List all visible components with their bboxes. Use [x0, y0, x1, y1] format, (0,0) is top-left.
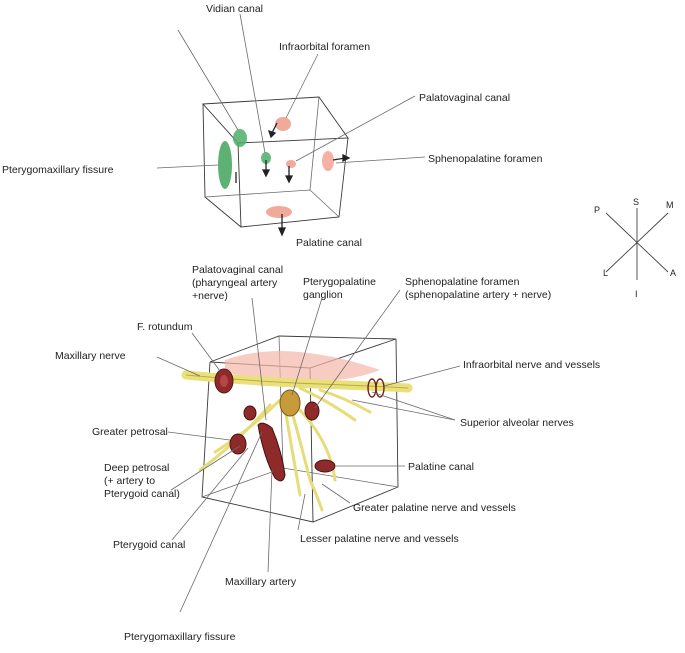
- compass-anterior: A: [670, 268, 676, 278]
- label-maxillary-nerve: Maxillary nerve: [55, 350, 126, 362]
- vidian-canal-opening: [261, 152, 271, 164]
- vidian-canal-opening-lateral: [233, 129, 247, 147]
- label-lesser-palatine: Lesser palatine nerve and vessels: [300, 533, 459, 545]
- label-maxillary-artery: Maxillary artery: [225, 576, 297, 588]
- label-ganglion-line-2: ganglion: [303, 289, 343, 301]
- label-palatine-canal: Palatine canal: [296, 237, 362, 249]
- infraorbital-rings: [367, 378, 385, 398]
- bottom-cube-diagram: Palatovaginal canal (pharyngeal artery +…: [55, 264, 600, 643]
- label-pterygopalatine-ganglion: Pterygopalatine ganglion: [303, 276, 379, 301]
- label-sphenopalatine-foramen-bottom: Sphenopalatine foramen (sphenopalatine a…: [405, 276, 551, 301]
- label-ganglion-line-1: Pterygopalatine: [303, 276, 376, 288]
- canal-direction-arrows: [235, 122, 351, 237]
- label-f-rotundum: F. rotundum: [137, 321, 193, 333]
- label-greater-petrosal: Greater petrosal: [92, 426, 168, 438]
- label-pterygomaxillary-fissure: Pterygomaxillary fissure: [2, 164, 114, 176]
- label-deep-petrosal: Deep petrosal (+ artery to Pterygoid can…: [104, 462, 180, 500]
- label-deep-petrosal-line-3: Pterygoid canal): [104, 488, 180, 500]
- sphenopalatine-foramen-opening: [322, 151, 334, 171]
- compass-posterior: P: [594, 205, 600, 215]
- label-infraorbital-foramen: Infraorbital foramen: [279, 41, 370, 53]
- compass-lateral: L: [603, 268, 608, 278]
- palatine-canal-opening-bottom: [314, 459, 336, 473]
- label-pterygomaxillary-fissure-bottom: Pterygomaxillary fissure: [124, 631, 236, 643]
- label-sphenopalatine-foramen: Sphenopalatine foramen: [428, 153, 543, 165]
- label-palatovaginal-canal: Palatovaginal canal: [419, 92, 510, 104]
- pterygopalatine-ganglion: [279, 389, 301, 417]
- fossa-roof: [225, 351, 380, 382]
- label-palatovaginal-line-1: Palatovaginal canal: [192, 264, 283, 276]
- label-infraorbital-nerve-vessels: Infraorbital nerve and vessels: [463, 359, 600, 371]
- palatovaginal-canal-opening-bottom: [243, 405, 257, 421]
- compass-superior: S: [633, 197, 639, 207]
- palatine-canal-opening: [266, 206, 292, 218]
- label-palatovaginal-line-3: +nerve): [192, 290, 228, 302]
- palatovaginal-canal-opening: [286, 160, 296, 168]
- label-palatine-canal-bottom: Palatine canal: [408, 461, 474, 473]
- label-palatovaginal-canal-bottom: Palatovaginal canal (pharyngeal artery +…: [192, 264, 286, 302]
- label-deep-petrosal-line-1: Deep petrosal: [104, 462, 169, 474]
- label-sphenopalatine-line-2: (sphenopalatine artery + nerve): [405, 289, 551, 301]
- infraorbital-foramen-opening: [275, 117, 291, 131]
- orientation-compass: S I P M L A: [594, 197, 676, 299]
- maxillary-artery-vessel: [257, 422, 286, 482]
- sphenopalatine-foramen-opening-bottom: [304, 401, 320, 421]
- pterygoid-canal-opening: [229, 433, 247, 455]
- label-vidian-canal: Vidian canal: [206, 3, 263, 15]
- compass-medial: M: [666, 200, 674, 210]
- pterygomaxillary-fissure-opening: [218, 141, 232, 189]
- label-deep-petrosal-line-2: (+ artery to: [104, 475, 155, 487]
- top-cube-diagram: Vidian canal Infraorbital foramen Palato…: [2, 3, 543, 249]
- label-palatovaginal-line-2: (pharyngeal artery: [192, 277, 278, 289]
- label-sphenopalatine-line-1: Sphenopalatine foramen: [405, 276, 520, 288]
- compass-inferior: I: [635, 289, 638, 299]
- label-pterygoid-canal: Pterygoid canal: [113, 539, 185, 551]
- label-superior-alveolar-nerves: Superior alveolar nerves: [460, 417, 574, 429]
- label-greater-palatine: Greater palatine nerve and vessels: [353, 502, 516, 514]
